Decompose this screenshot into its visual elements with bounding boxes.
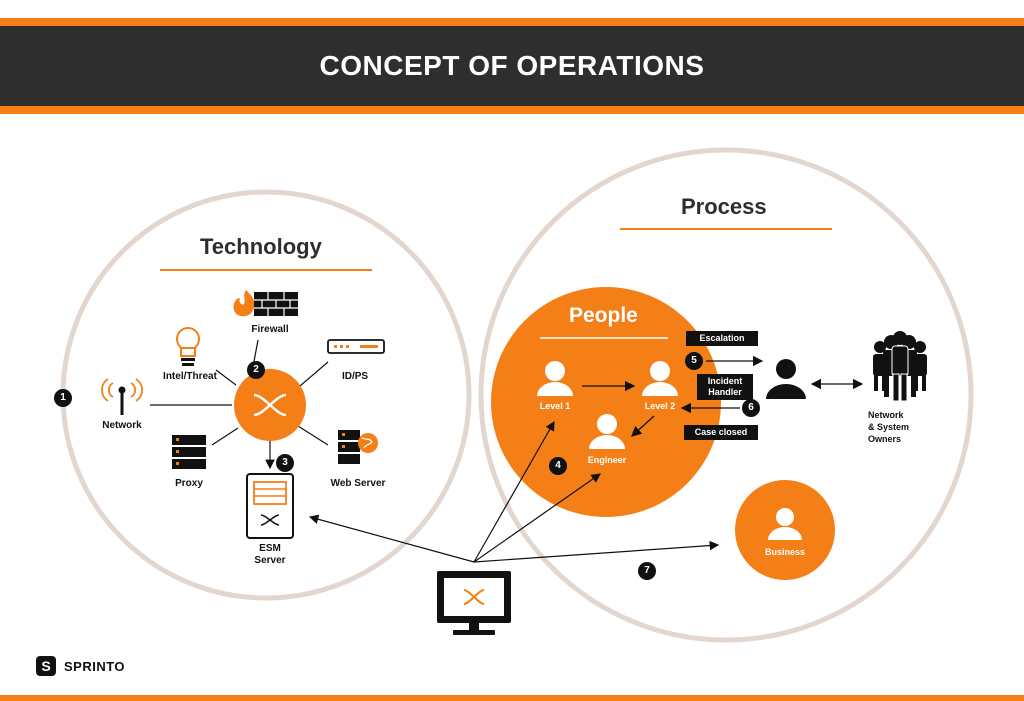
proxy-server-icon [172, 435, 206, 469]
owners-label: Network & System Owners [868, 410, 910, 444]
step-1-badge: 1 [60, 392, 66, 403]
firewall-label: Firewall [251, 324, 289, 335]
escalation-tag: Escalation [686, 331, 758, 346]
proxy-label: Proxy [175, 478, 203, 489]
level1-label: Level 1 [539, 401, 571, 411]
sprinto-logo: S SPRINTO [36, 656, 125, 676]
step-5-badge: 5 [691, 355, 697, 366]
esm-server-icon [246, 473, 294, 539]
antenna-icon [101, 378, 143, 402]
footer-accent-band [0, 695, 1024, 701]
analyst-computer-icon [437, 571, 511, 635]
step-7-badge: 7 [644, 565, 650, 576]
header-bar: CONCEPT OF OPERATIONS [0, 26, 1024, 106]
level2-person-icon [642, 361, 678, 396]
technology-title: Technology [200, 234, 322, 259]
business-person-icon [768, 508, 802, 540]
level2-label: Level 2 [644, 401, 676, 411]
firewall-icon [233, 290, 298, 317]
brand-mark: S [36, 656, 56, 676]
case-closed-tag: Case closed [684, 425, 758, 440]
incident-handler-tag: Incident Handler [697, 374, 753, 400]
lightbulb-icon [176, 327, 200, 366]
owners-group-icon [873, 331, 927, 402]
step-4-badge: 4 [555, 460, 561, 471]
engineer-label: Engineer [587, 455, 627, 465]
idps-device-icon [327, 339, 385, 354]
step-3-badge: 3 [282, 457, 288, 468]
incident-handler-person-icon [766, 359, 806, 399]
process-circle [478, 147, 974, 643]
people-circle [491, 287, 721, 517]
web-server-icon [338, 430, 378, 464]
engineer-person-icon [589, 414, 625, 449]
people-title: People [569, 304, 638, 327]
page-title: CONCEPT OF OPERATIONS [319, 50, 705, 81]
network-label: Network [102, 420, 142, 431]
brand-name: SPRINTO [64, 658, 126, 674]
esm-server-label: ESM Server [254, 543, 286, 566]
step-2-badge: 2 [253, 364, 259, 375]
intel-threat-label: Intel/Threat [163, 371, 217, 382]
step-6-badge: 6 [748, 402, 754, 413]
level1-person-icon [537, 361, 573, 396]
process-title: Process [681, 194, 767, 219]
web-server-label: Web Server [330, 478, 386, 489]
step-badges [54, 352, 760, 580]
business-label: Business [764, 547, 806, 557]
idps-label: ID/PS [341, 371, 369, 382]
